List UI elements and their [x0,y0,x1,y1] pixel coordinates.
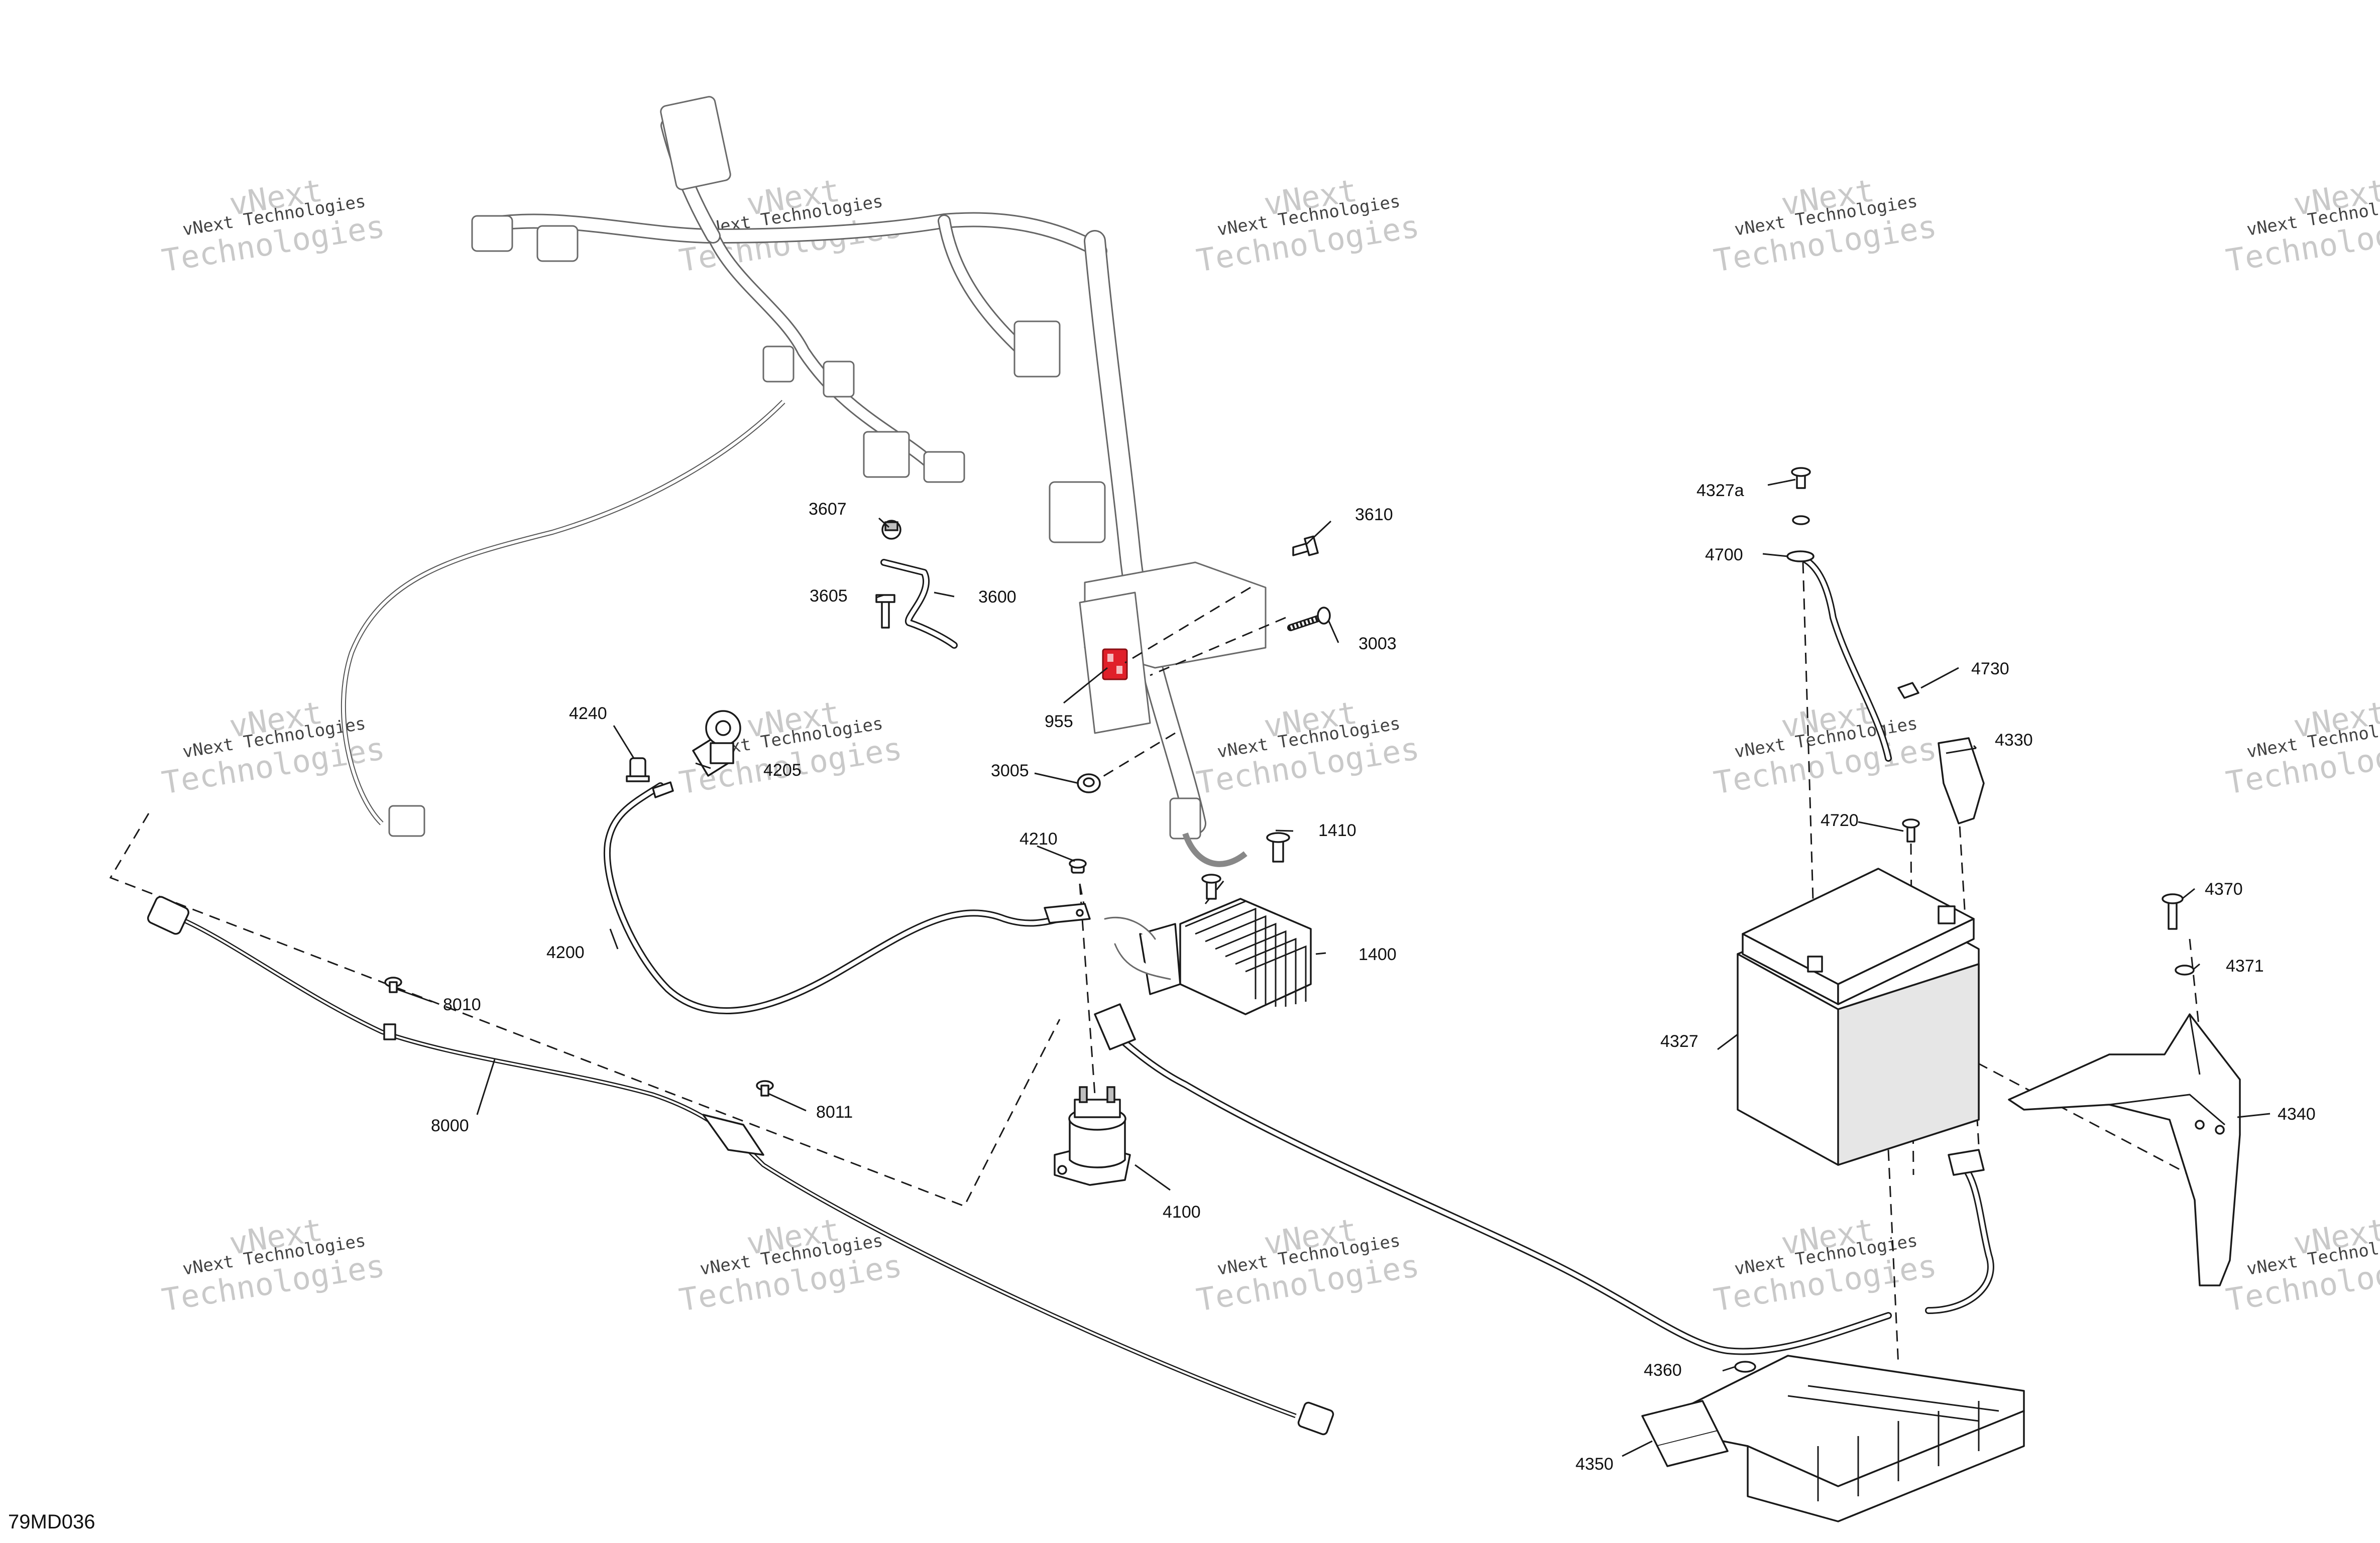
sensor-connector [1297,1401,1334,1436]
main-wiring-harness [341,96,1267,867]
callout-4327: 4327 [1660,1032,1698,1051]
watermark: vNext Technologies vNext Technologies [159,694,387,801]
nut-3607 [881,520,901,540]
callout-3610: 3610 [1355,505,1393,524]
watermark: vNext Technologies vNext Technologies [1194,172,1422,279]
watermark: vNext Technologies vNext Technologies [1711,172,1939,279]
callout-4360: 4360 [1644,1361,1682,1380]
terminal-4205 [692,710,741,777]
watermark: vNext Technologies vNext Technologies [159,1211,387,1319]
callout-4100: 4100 [1163,1203,1201,1222]
screw-3605 [875,594,895,629]
sensor-clip [702,1114,764,1156]
watermark: vNext Technologies vNext Technologies [1194,1211,1422,1319]
harness-connector [863,431,910,478]
screw-3610 [1292,535,1319,556]
screw-1410 [1266,832,1290,863]
callout-4205: 4205 [763,761,802,780]
callout-8010: 8010 [443,995,481,1014]
harness-end-connector [388,805,425,837]
solenoid-4100 [1054,1086,1131,1186]
battery-cable-positive [1094,1003,1892,1355]
fuse-955-highlighted[interactable] [1102,648,1128,680]
callout-1400: 1400 [1358,945,1397,964]
callout-labels: 3607 3605 3600 3610 3003 3005 955 4210 1… [431,481,2316,1474]
callout-3607: 3607 [809,500,847,519]
ground-strap-3600 [880,559,958,649]
fuse-body [1102,648,1128,680]
screw-4210 [1069,859,1087,874]
callout-4330: 4330 [1995,731,2033,750]
clip-8011 [756,1080,774,1097]
nut-3005 [1077,773,1101,793]
callout-4730: 4730 [1971,659,2009,678]
screw-1400-mount [1201,874,1221,900]
harness-connector [762,345,795,383]
watermark: vNext Technologies vNext Technologies [1194,694,1422,801]
clip-8010 [384,977,402,993]
washer-4371 [2175,965,2195,976]
callout-4327a: 4327a [1696,481,1744,500]
callout-3003: 3003 [1358,634,1397,653]
watermark: vNext Technologies vNext Technologies [676,1211,904,1319]
sensor-connector [147,896,190,935]
watermark: vNext Technologies vNext Technologies [2223,172,2380,279]
screw-4240 [626,757,674,798]
callout-4700: 4700 [1705,545,1743,564]
bracket-4340 [2008,1013,2241,1286]
screw-4370 [2162,893,2184,930]
sensor-cable-8000 [147,896,1334,1436]
nut-4730 [1897,682,1919,699]
callout-8011: 8011 [816,1103,853,1122]
callout-3005: 3005 [991,761,1029,780]
callout-4350: 4350 [1575,1455,1614,1474]
callout-4370: 4370 [2205,880,2243,899]
harness-connector [1049,481,1106,543]
screw-3003 [1287,607,1331,631]
callout-4240: 4240 [569,704,607,723]
watermark: vNext Technologies vNext Technologies [2223,1211,2380,1319]
harness-connector [471,215,513,252]
callout-1410: 1410 [1318,821,1356,840]
callout-955: 955 [1045,712,1073,731]
figure-id: 79MD036 [8,1511,95,1533]
callout-4371: 4371 [2226,957,2264,976]
watermark: vNext Technologies vNext Technologies [159,172,387,279]
harness-connector [1013,320,1061,378]
callout-4200: 4200 [546,943,585,962]
regulator-1400 [1104,898,1312,1015]
callout-4210: 4210 [1019,829,1058,849]
washer-4360 [1734,1361,1756,1373]
leader-lines [396,479,2271,1457]
screw-4327a [1791,467,1811,525]
battery-box-4350 [1641,1355,2025,1522]
callout-3600: 3600 [978,587,1016,607]
callout-8000: 8000 [431,1116,469,1135]
negative-cable [1925,1149,1994,1314]
harness-connector [536,225,579,262]
battery-cable-4200 [603,782,1091,1014]
watermark-layer: vNext Technologies vNext Technologies vN… [159,172,2380,1319]
callout-3605: 3605 [810,586,848,606]
screw-4720 [1902,818,1920,843]
harness-connector [1169,797,1201,840]
callout-4340: 4340 [2278,1105,2316,1124]
harness-connector [823,361,855,398]
harness-connector [923,451,965,483]
watermark: vNext Technologies vNext Technologies [1711,694,1939,801]
callout-4720: 4720 [1821,811,1859,830]
battery-4327 [1737,868,1980,1166]
watermark: vNext Technologies vNext Technologies [2223,694,2380,801]
cover-4330 [1938,737,1985,824]
harness-connector [660,96,731,190]
watermark: vNext Technologies vNext Technologies [1711,1211,1939,1319]
